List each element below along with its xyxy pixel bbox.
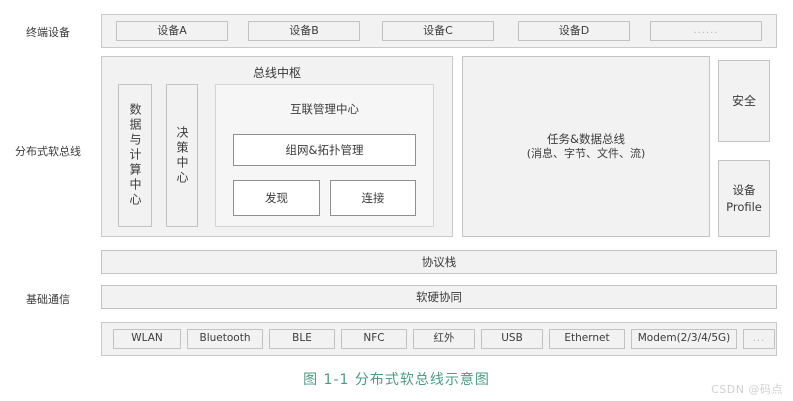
data-and-compute-center-box[interactable]: 数据与计算中心 (118, 84, 152, 227)
bearer-chip-modem[interactable]: Modem(2/3/4/5G) (631, 329, 737, 349)
device-chip-c[interactable]: 设备C (382, 21, 494, 41)
bearer-chip-usb[interactable]: USB (481, 329, 543, 349)
bearer-chip-bluetooth[interactable]: Bluetooth (187, 329, 263, 349)
bearer-chip-wlan[interactable]: WLAN (113, 329, 181, 349)
bearer-chip-nfc[interactable]: NFC (341, 329, 407, 349)
device-chip-more[interactable]: ...... (650, 21, 762, 41)
task-data-bus-title: 任务&数据总线 (547, 132, 625, 147)
row-label-terminal-devices: 终端设备 (26, 26, 70, 39)
watermark: CSDN @码点 (711, 383, 783, 396)
device-profile-line-1: 设备 (732, 183, 756, 198)
protocol-stack-bar[interactable]: 协议栈 (101, 250, 777, 274)
task-and-data-bus-box[interactable]: 任务&数据总线 (消息、字节、文件、流) (462, 56, 710, 237)
networking-topology-management-box[interactable]: 组网&拓扑管理 (233, 134, 416, 166)
device-chip-b[interactable]: 设备B (248, 21, 360, 41)
decision-center-box[interactable]: 决策中心 (166, 84, 198, 227)
device-chip-d[interactable]: 设备D (518, 21, 630, 41)
interconnect-management-center-title: 互联管理中心 (290, 102, 359, 116)
bearer-chip-infrared[interactable]: 红外 (413, 329, 475, 349)
device-profile-box[interactable]: 设备 Profile (718, 160, 770, 237)
security-box[interactable]: 安全 (718, 60, 770, 142)
bearer-chip-ethernet[interactable]: Ethernet (549, 329, 625, 349)
bus-hub-title: 总线中枢 (252, 66, 301, 80)
row-label-distributed-soft-bus: 分布式软总线 (15, 145, 81, 158)
discovery-box[interactable]: 发现 (233, 180, 320, 216)
hardware-software-coordination-bar[interactable]: 软硬协同 (101, 285, 777, 309)
device-chip-a[interactable]: 设备A (116, 21, 228, 41)
connection-box[interactable]: 连接 (330, 180, 416, 216)
bearer-chip-ble[interactable]: BLE (269, 329, 335, 349)
bearer-chip-more[interactable]: ... (743, 329, 775, 349)
task-data-bus-subtitle: (消息、字节、文件、流) (526, 146, 646, 160)
figure-caption: 图 1-1 分布式软总线示意图 (303, 372, 490, 388)
row-label-basic-communication: 基础通信 (26, 293, 70, 306)
device-profile-line-2: Profile (726, 199, 762, 214)
